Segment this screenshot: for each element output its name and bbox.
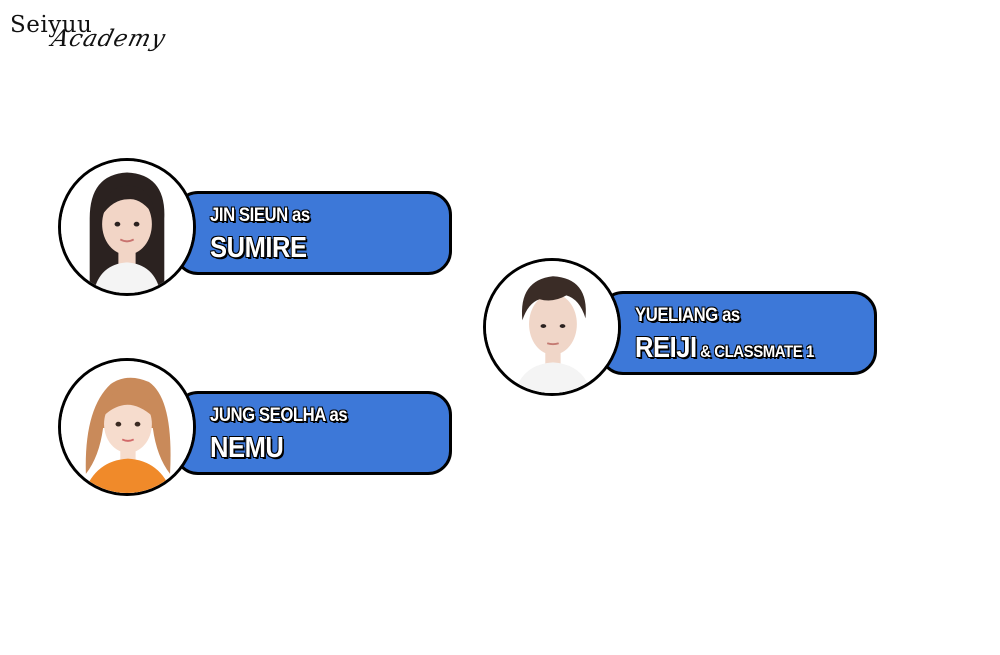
role-name: SUMIRE xyxy=(210,232,307,264)
portrait-icon xyxy=(61,361,193,493)
actor-avatar xyxy=(58,358,196,496)
actor-name: JIN SIEUN as xyxy=(210,205,310,226)
seiyuu-academy-logo: Seiyuu Academy xyxy=(10,12,170,72)
role-extra: & CLASSMATE 1 xyxy=(700,342,814,361)
role-line: SUMIRE xyxy=(210,232,307,265)
cast-card-2: JUNG SEOLHA as NEMU xyxy=(58,358,458,498)
cast-name-pill xyxy=(174,391,452,475)
actor-name: YUELIANG as xyxy=(635,305,740,326)
portrait-icon xyxy=(486,261,618,393)
role-name: REIJI xyxy=(635,332,697,364)
logo-main-text: Seiyuu xyxy=(10,12,93,38)
role-line: REIJI& CLASSMATE 1 xyxy=(635,332,814,365)
cast-name-pill xyxy=(599,291,877,375)
actor-avatar xyxy=(483,258,621,396)
role-name: NEMU xyxy=(210,432,284,464)
cast-card-3: YUELIANG as REIJI& CLASSMATE 1 xyxy=(483,258,883,398)
actor-name: JUNG SEOLHA as xyxy=(210,405,348,426)
portrait-icon xyxy=(61,161,193,293)
role-line: NEMU xyxy=(210,432,284,465)
cast-card-1: JIN SIEUN as SUMIRE xyxy=(58,158,458,298)
cast-name-pill xyxy=(174,191,452,275)
logo-script-text: Academy xyxy=(48,26,169,52)
actor-avatar xyxy=(58,158,196,296)
